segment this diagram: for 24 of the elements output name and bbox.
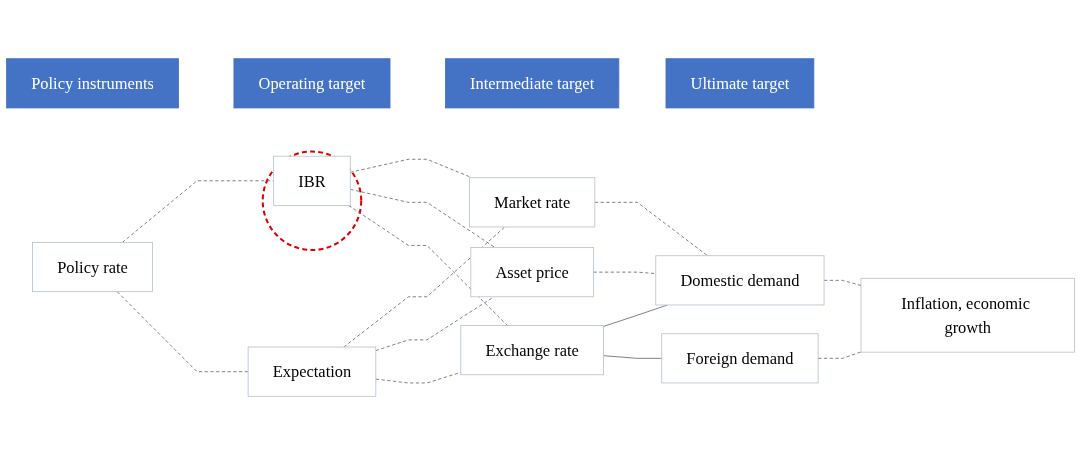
node-box: Inflation, economic growth	[860, 277, 1075, 353]
connector	[817, 351, 862, 359]
node-box: Operating target	[233, 58, 391, 109]
connector	[603, 304, 668, 327]
node-box: Intermediate target	[445, 58, 620, 109]
connector	[348, 205, 508, 326]
node-box: IBR	[273, 155, 351, 206]
cluster	[261, 150, 363, 252]
node-box: Market rate	[469, 177, 596, 228]
connector	[823, 279, 862, 286]
connector	[116, 291, 249, 373]
connector	[594, 201, 708, 257]
node-box: Policy instruments	[6, 58, 179, 109]
node-box: Expectation	[247, 346, 377, 397]
connector	[603, 355, 663, 359]
connector	[375, 296, 495, 352]
node-box: Asset price	[470, 247, 594, 298]
node-box: Policy rate	[32, 241, 153, 293]
node-box: Ultimate target	[665, 58, 815, 109]
connector	[349, 188, 496, 248]
node-box: Foreign demand	[661, 333, 819, 384]
node-box: Domestic demand	[655, 255, 825, 306]
connector	[343, 226, 506, 348]
node-box: Exchange rate	[460, 325, 604, 376]
